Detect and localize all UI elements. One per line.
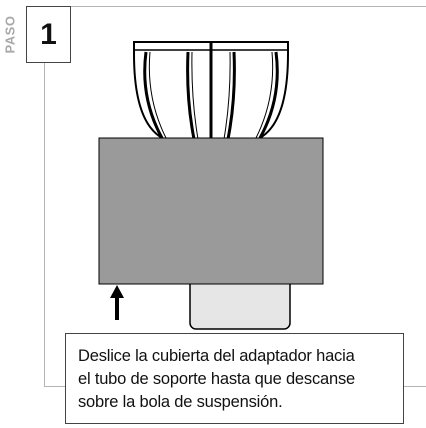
caption-line-1: Deslice la cubierta del adaptador hacia xyxy=(78,347,355,365)
instruction-caption: Deslice la cubierta del adaptador hacia … xyxy=(65,333,404,424)
adapter-cover xyxy=(98,137,324,285)
step-number-box: 1 xyxy=(26,6,71,63)
assembly-diagram xyxy=(98,41,352,330)
assembly-illustration xyxy=(96,28,352,338)
frame-line-bottom-right xyxy=(404,386,426,387)
frame-line-left xyxy=(44,63,45,387)
step-label: PASO xyxy=(2,15,18,53)
frame-line-top xyxy=(71,6,426,7)
step-number: 1 xyxy=(40,17,57,51)
up-arrow-icon xyxy=(110,285,124,320)
pendant-lamp-shade-icon xyxy=(133,41,289,140)
frame-line-bottom-left xyxy=(44,386,66,387)
caption-line-2: el tubo de soporte hasta que descanse xyxy=(78,370,355,388)
caption-line-3: sobre la bola de suspensión. xyxy=(78,393,283,411)
